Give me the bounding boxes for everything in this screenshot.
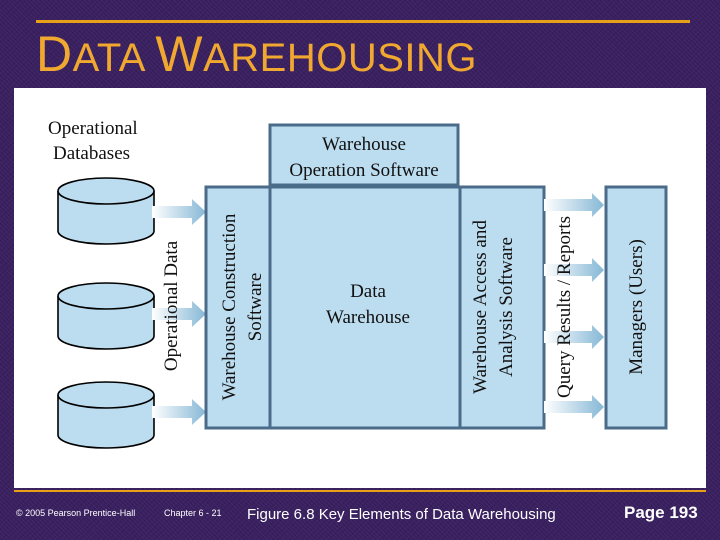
data-warehouse-label-2: Warehouse	[326, 307, 410, 328]
title-cap-d: D	[36, 26, 73, 82]
warehouse-operation-label-1: Warehouse	[322, 134, 406, 155]
query-results-reports-label: Query Results / Reports	[554, 216, 575, 398]
warehouse-operation-software-box	[268, 123, 460, 187]
figure-panel: Operational Databases Operational Data	[14, 88, 706, 488]
managers-users-box	[604, 185, 668, 430]
title-rest-1: ATA	[72, 36, 156, 80]
arrow-right-icon	[152, 399, 206, 425]
warehouse-access-label-2: Analysis Software	[496, 237, 517, 377]
page-number: Page 193	[624, 503, 698, 522]
footer-rule	[14, 490, 706, 492]
managers-users-label: Managers (Users)	[626, 239, 647, 375]
footer: © 2005 Pearson Prentice-Hall Chapter 6 -…	[0, 492, 720, 540]
operational-databases-label-2: Databases	[53, 143, 130, 164]
database-cylinder-icon	[57, 177, 155, 245]
arrow-right-icon	[544, 258, 604, 282]
chapter-number: Chapter 6 - 21	[164, 508, 222, 518]
operational-databases-label-1: Operational	[48, 118, 138, 139]
warehouse-operation-label-2: Operation Software	[289, 160, 438, 181]
data-warehouse-box	[204, 185, 546, 430]
slide-title: DATA WAREHOUSING	[36, 29, 478, 82]
arrow-right-icon	[544, 193, 604, 217]
database-cylinder-icon	[57, 381, 155, 449]
title-rest-2: AREHOUSING	[203, 36, 478, 80]
warehouse-access-label-1: Warehouse Access and	[470, 220, 491, 394]
arrow-right-icon	[152, 301, 206, 327]
warehouse-construction-label-2: Software	[245, 273, 266, 342]
operational-data-label: Operational Data	[161, 240, 182, 371]
data-warehouse-diagram: Operational Databases Operational Data	[48, 118, 668, 449]
figure-caption: Figure 6.8 Key Elements of Data Warehous…	[247, 506, 556, 523]
warehouse-construction-label-1: Warehouse Construction	[219, 213, 240, 400]
database-cylinder-icon	[57, 282, 155, 350]
copyright-text: © 2005 Pearson Prentice-Hall	[16, 508, 136, 518]
data-warehouse-label-1: Data	[350, 281, 386, 302]
title-cap-w: W	[155, 26, 204, 82]
arrow-right-icon	[544, 325, 604, 349]
arrow-right-icon	[152, 199, 206, 225]
arrow-right-icon	[544, 395, 604, 419]
title-top-rule	[36, 20, 690, 23]
